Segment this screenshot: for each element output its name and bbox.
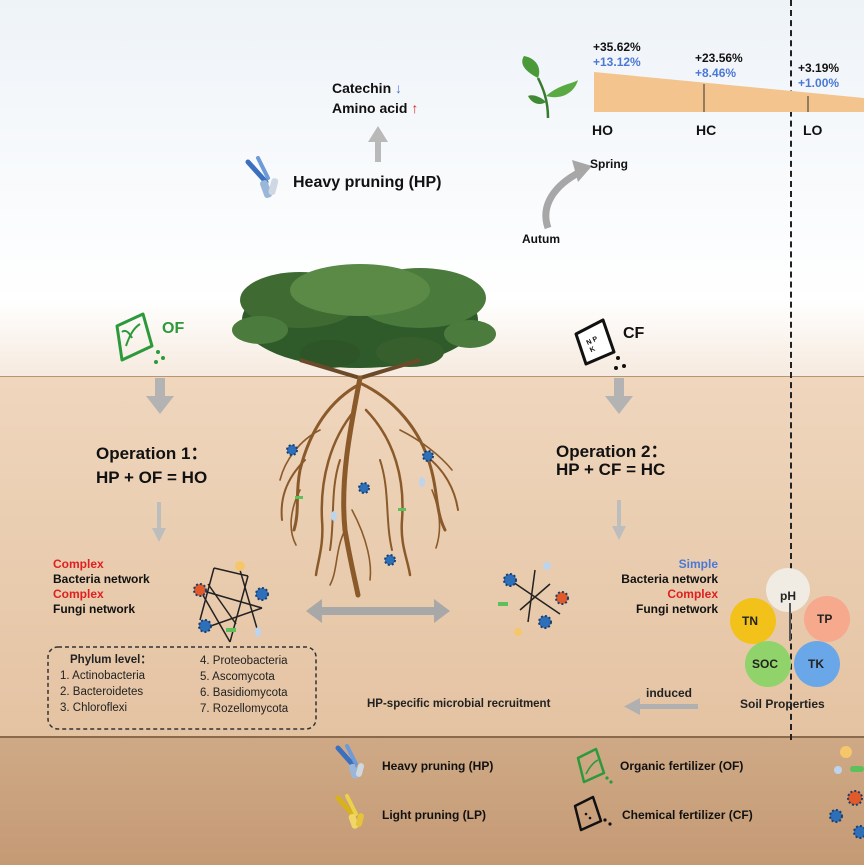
soil-tn-circle xyxy=(730,598,776,644)
cf-label: CF xyxy=(623,325,645,342)
phylum-item: 1. Actinobacteria xyxy=(60,670,146,682)
phylum-box xyxy=(47,646,317,730)
left-network-labels: Complex Bacteria network Complex Fungi n… xyxy=(53,557,150,617)
legend-light-shears-icon xyxy=(335,794,365,829)
ho-label: HO xyxy=(592,122,613,138)
soil-graphics xyxy=(47,375,698,730)
double-arrow-icon xyxy=(306,599,450,623)
tea-roots xyxy=(279,375,459,598)
phylum-item: 7. Rozellomycota xyxy=(200,703,289,715)
lo-label: LO xyxy=(803,122,823,138)
tea-bush-foliage xyxy=(232,264,496,380)
down-arrow-cf-icon xyxy=(605,378,633,414)
legend-heavy-label: Heavy pruning (HP) xyxy=(382,759,494,773)
soil-tk-label: TK xyxy=(808,657,824,671)
legend-chemical-bag-icon xyxy=(573,795,612,832)
heavy-pruning-label: Heavy pruning (HP) xyxy=(293,174,442,191)
pruning-shears-icon xyxy=(245,156,279,198)
down-arrow-op1-icon xyxy=(152,502,166,542)
top-graphics xyxy=(115,56,864,380)
soil-tp-label: TP xyxy=(817,612,833,626)
hc-black-value: +23.56% xyxy=(695,51,743,65)
down-arrow-op2-icon xyxy=(612,500,626,540)
amino-acid-label: Amino acid ↑ xyxy=(332,100,419,116)
induced-label: induced xyxy=(646,686,693,700)
soil-soc-circle xyxy=(745,641,791,687)
organic-fertilizer-bag-icon xyxy=(115,312,165,364)
induced-arrow-icon xyxy=(624,698,698,715)
soil-tn-label: TN xyxy=(742,614,758,628)
recruitment-label: HP-specific microbial recruitment xyxy=(367,698,551,710)
soil-surface-line xyxy=(0,376,864,377)
up-arrow-icon: ↑ xyxy=(411,100,419,116)
right-fungi-complexity: Complex xyxy=(667,587,718,601)
phylum-item: 2. Bacteroidetes xyxy=(60,686,144,698)
ho-black-value: +35.62% xyxy=(593,40,641,54)
soil-ph-label: pH xyxy=(780,589,796,603)
left-bacteria-network: Bacteria network xyxy=(53,572,150,586)
legend-chemical-label: Chemical fertilizer (CF) xyxy=(622,808,753,822)
left-bacteria-complexity: Complex xyxy=(53,557,104,571)
spring-label: Spring xyxy=(590,157,628,171)
lo-blue-value: +1.00% xyxy=(798,76,840,90)
left-microbial-network xyxy=(193,561,269,643)
chemical-fertilizer-bag-icon xyxy=(574,318,626,370)
right-network-labels: Simple Bacteria network Complex Fungi ne… xyxy=(588,557,718,617)
left-fungi-complexity: Complex xyxy=(53,587,104,601)
legend-organic-bag-icon xyxy=(576,747,613,784)
legend-heavy-shears-icon xyxy=(335,744,365,779)
phylum-item: 3. Chloroflexi xyxy=(60,702,128,714)
divider-dashed-line xyxy=(790,0,792,740)
soil-divider-v xyxy=(789,603,791,641)
of-label: OF xyxy=(162,320,185,337)
phylum-item: 6. Basidiomycota xyxy=(200,687,288,699)
soil-tp-circle xyxy=(804,596,850,642)
soil-ph-circle xyxy=(766,568,810,612)
left-fungi-network: Fungi network xyxy=(53,602,135,616)
down-arrow-icon: ↓ xyxy=(395,80,403,96)
tea-sprout-icon xyxy=(522,56,578,119)
operation1-equation: HP + OF = HO xyxy=(96,468,208,487)
curved-arrow-icon xyxy=(542,160,592,230)
legend-light-label: Light pruning (LP) xyxy=(382,808,486,822)
soil-layer xyxy=(0,376,864,736)
yield-wedge xyxy=(594,72,864,112)
operation1-title: Operation 1： xyxy=(96,444,208,463)
legend-band xyxy=(0,736,864,865)
autum-label: Autum xyxy=(522,232,560,246)
catechin-label: Catechin ↓ xyxy=(332,80,403,96)
right-fungi-network: Fungi network xyxy=(636,602,718,616)
right-microbial-network xyxy=(498,562,569,636)
operation2-title: Operation 2： xyxy=(556,442,668,461)
phylum-item: 4. Proteobacteria xyxy=(200,655,288,667)
hc-label: HC xyxy=(696,122,717,138)
phylum-title: Phylum level： xyxy=(70,654,152,666)
legend-organic-label: Organic fertilizer (OF) xyxy=(620,759,744,773)
root-microbes xyxy=(286,444,434,566)
hc-blue-value: +8.46% xyxy=(695,66,737,80)
right-bacteria-complexity: Simple xyxy=(678,557,718,571)
soil-tk-circle xyxy=(794,641,840,687)
soil-soc-label: SOC xyxy=(752,657,779,671)
legend-icons xyxy=(335,744,864,839)
soil-properties-caption: Soil Properties xyxy=(740,697,825,711)
up-arrow-hp-icon xyxy=(368,126,388,162)
lo-black-value: +3.19% xyxy=(798,61,840,75)
ho-blue-value: +13.12% xyxy=(593,55,641,69)
operation2-equation: HP + CF = HC xyxy=(556,460,666,479)
phylum-item: 5. Ascomycota xyxy=(200,671,275,683)
down-arrow-of-icon xyxy=(146,378,174,414)
right-bacteria-network: Bacteria network xyxy=(621,572,718,586)
legend-microbes-icon xyxy=(829,746,864,839)
